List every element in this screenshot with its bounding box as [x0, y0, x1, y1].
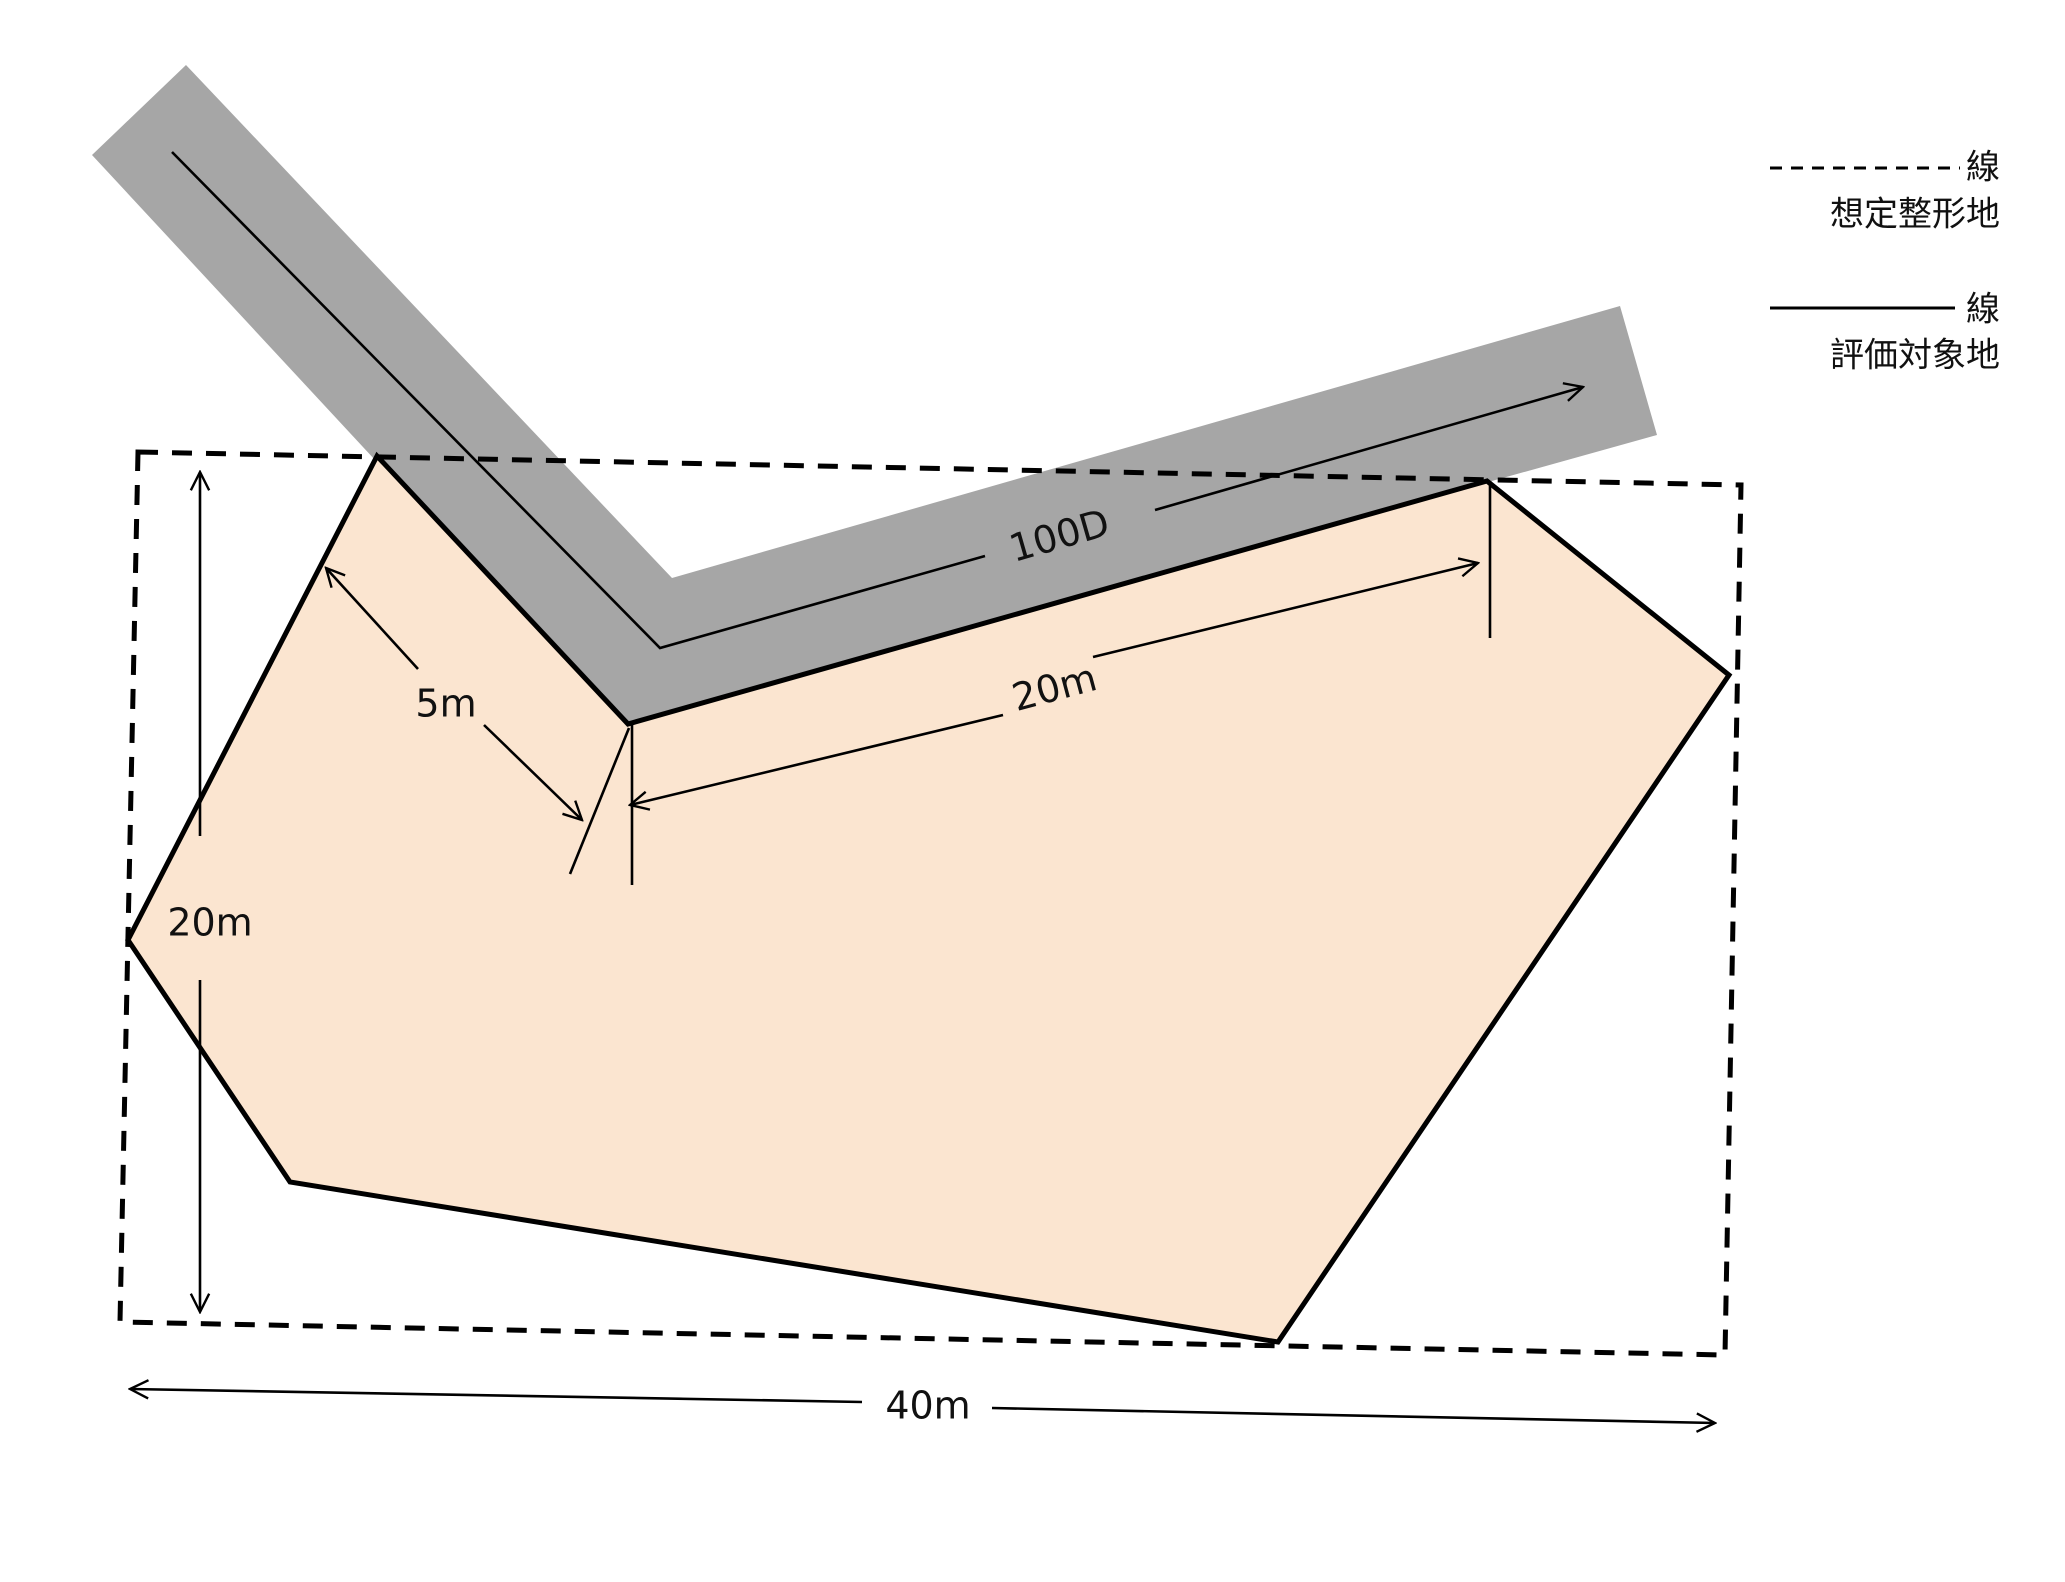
frontage-20m-arrow-right — [1092, 563, 1478, 659]
depth-5m-arrow-lower — [483, 724, 582, 820]
width-40m-arrow-left — [130, 1389, 863, 1404]
legend-dashed-line-word: 線 — [1966, 148, 2000, 188]
road-centerline — [171, 151, 986, 650]
width-40m-label: 40m — [885, 1384, 970, 1428]
width-40m-arrow-right — [991, 1406, 1715, 1423]
legend-dashed-meaning: 想定整形地 — [1830, 195, 2000, 235]
road-band — [92, 65, 1657, 724]
depth-5m-label: 5m — [415, 682, 476, 726]
legend: 線 想定整形地 線 評価対象地 — [1770, 148, 2000, 376]
legend-solid-meaning: 評価対象地 — [1830, 336, 2000, 376]
depth-extension-line — [568, 727, 631, 875]
subject-parcel — [125, 451, 1733, 1345]
frontage-20m-arrow-left — [630, 713, 1004, 805]
depth-5m-arrow-upper — [326, 568, 419, 670]
road-centerline-arrow — [1154, 387, 1583, 512]
height-20m-label: 20m — [167, 901, 252, 945]
legend-solid-line-word: 線 — [1966, 290, 2000, 330]
assumed-rectangle — [117, 449, 1744, 1358]
